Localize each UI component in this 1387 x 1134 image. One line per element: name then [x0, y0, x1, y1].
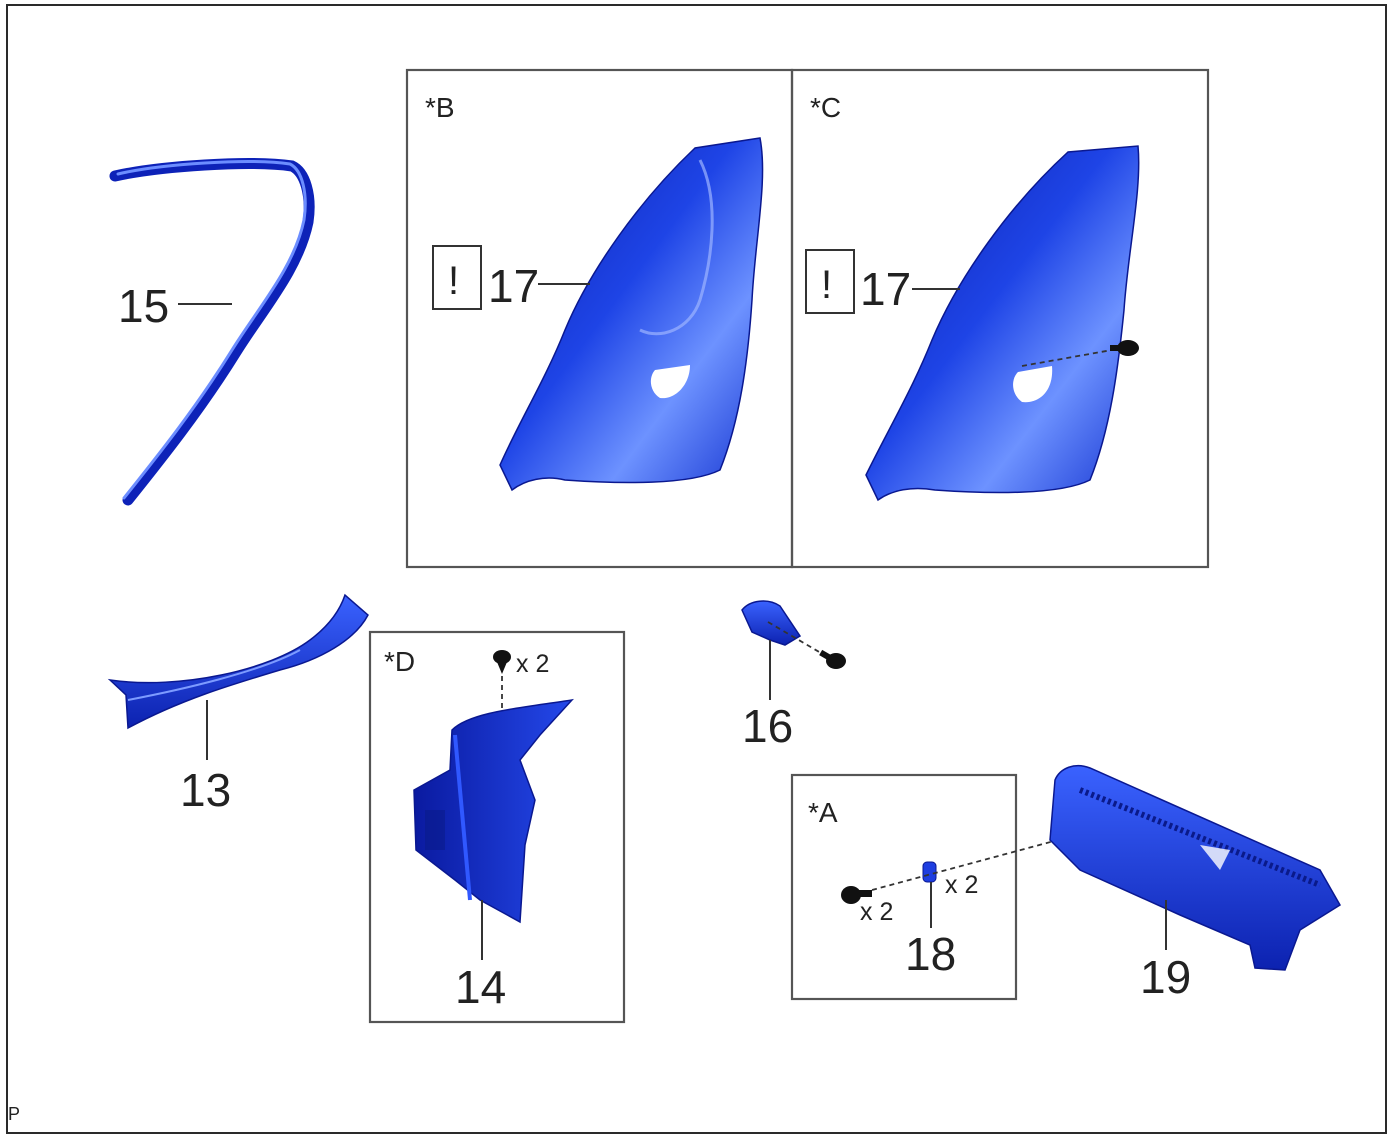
- part-number-14: 14: [455, 961, 506, 1013]
- bolt-icon-16: [819, 649, 846, 669]
- part-number-17c: 17: [860, 263, 911, 315]
- part-14-side-trim: [413, 698, 574, 924]
- view-label-a: *A: [808, 797, 838, 828]
- clip-icon-d: [493, 650, 511, 674]
- part-number-18: 18: [905, 928, 956, 980]
- part-number-17b: 17: [488, 260, 539, 312]
- view-label-c: *C: [810, 92, 841, 123]
- quantity-clip-d: x 2: [516, 650, 549, 678]
- warning-symbol-b: !: [448, 259, 459, 303]
- bolt-icon-a: [841, 886, 872, 904]
- part-13-scuff-plate: [107, 593, 369, 730]
- quantity-bolt-a: x 2: [860, 898, 893, 926]
- quantity-clip-a: x 2: [945, 871, 978, 899]
- fastener-path-16: [767, 621, 827, 657]
- warning-mark-c: !: [805, 249, 855, 314]
- bolt-icon-c: [1110, 340, 1139, 356]
- part-number-13: 13: [180, 764, 231, 816]
- warning-symbol-c: !: [821, 263, 832, 307]
- part-number-16: 16: [742, 700, 793, 752]
- view-label-b: *B: [425, 92, 455, 123]
- view-label-d: *D: [384, 646, 415, 677]
- part-number-15: 15: [118, 280, 169, 332]
- part-17-pillar-garnish-b: [499, 137, 764, 492]
- warning-mark-b: !: [432, 245, 482, 310]
- fastener-path-c: [1021, 349, 1113, 367]
- part-17-pillar-garnish-c: [865, 145, 1140, 502]
- part-number-19: 19: [1140, 951, 1191, 1003]
- part-19-step-cover: [1049, 764, 1342, 971]
- view-box-a: [790, 773, 1018, 1001]
- page-code: P: [8, 1104, 21, 1124]
- view-box-c: [790, 68, 1210, 569]
- clip-icon-a: [922, 861, 937, 883]
- part-15-weatherstrip: [109, 158, 315, 506]
- view-box-d: [368, 630, 626, 1024]
